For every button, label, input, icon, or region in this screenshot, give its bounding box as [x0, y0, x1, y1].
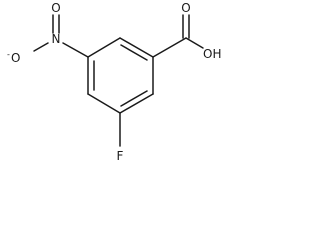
ring-double-bond-1 [120, 44, 148, 61]
nitro-group: N O - O [7, 1, 89, 65]
ring-bond-3 [119, 93, 154, 114]
fluorine-label: F [117, 149, 124, 163]
benzene-ring [87, 37, 154, 114]
hydroxyl-label: OH [203, 47, 221, 61]
carboxyl-oxygen-label: O [181, 1, 190, 15]
nitro-nitrogen-label: N [52, 32, 61, 46]
nitro-oxygen-side-label: O [11, 51, 20, 65]
carboxylic-acid-group: O OH [152, 1, 221, 61]
ring-bond-4 [87, 93, 121, 114]
ring-double-bond-2 [120, 90, 148, 107]
ring-bond-6 [87, 37, 121, 58]
structural-formula: O OH N O - O F [7, 1, 221, 163]
ring-to-nitro-bond [62, 42, 89, 58]
nitro-oxygen-top-label: O [51, 1, 60, 15]
nitro-single-bond [33, 42, 49, 52]
ring-bond-1 [119, 37, 154, 58]
ring-to-carboxyl-bond [152, 37, 187, 58]
fluoro-group: F [117, 112, 124, 163]
nitro-charge-label: - [7, 50, 10, 59]
carboxyl-oh-bond [185, 37, 204, 49]
